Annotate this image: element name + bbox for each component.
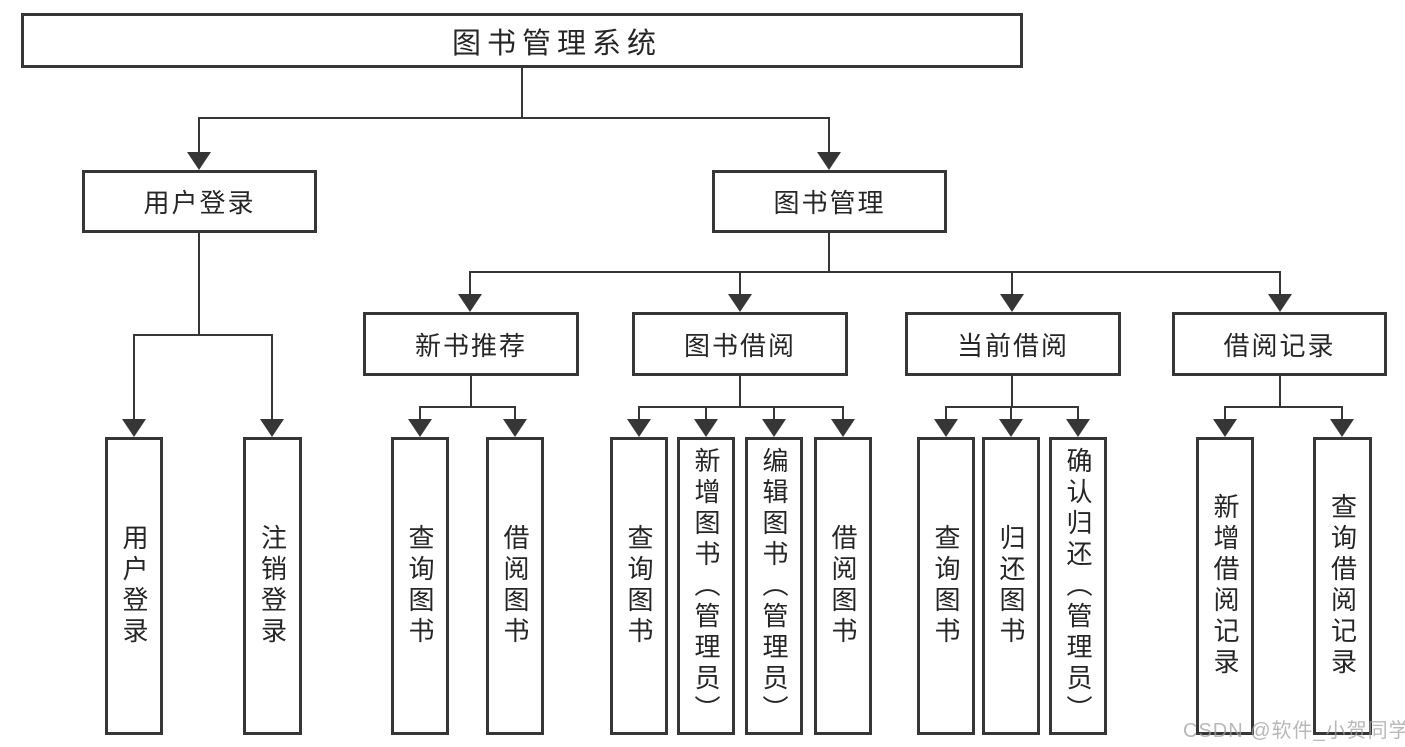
connector-stub bbox=[773, 406, 775, 421]
connector-stub bbox=[1077, 406, 1079, 421]
connector-rail bbox=[638, 406, 844, 408]
arrow-down-icon bbox=[260, 419, 284, 437]
arrow-down-icon bbox=[408, 419, 432, 437]
connector-stub bbox=[638, 406, 640, 421]
arrow-down-icon bbox=[1213, 419, 1237, 437]
connector-stub bbox=[705, 406, 707, 421]
leaf-return-books: 归还图书 bbox=[982, 437, 1040, 735]
arrow-down-icon bbox=[817, 152, 841, 170]
connector-stub bbox=[271, 334, 273, 420]
csdn-watermark: CSDN @软件_小贺同学 bbox=[1183, 720, 1405, 742]
connector-rail bbox=[1224, 406, 1343, 408]
connector-root-stem bbox=[521, 68, 523, 118]
arrow-down-icon bbox=[458, 294, 482, 312]
connector-rail bbox=[419, 406, 516, 408]
connector-stub bbox=[945, 406, 947, 421]
leaf-borrow-books-borrowing: 借阅图书 bbox=[814, 437, 872, 735]
arrow-down-icon bbox=[934, 419, 958, 437]
connector-stub bbox=[1279, 271, 1281, 297]
leaf-query-borrow-record: 查询借阅记录 bbox=[1313, 437, 1372, 735]
leaf-logout: 注销登录 bbox=[243, 437, 302, 735]
connector-stub bbox=[133, 334, 135, 420]
connector-stem bbox=[1279, 376, 1281, 407]
node-current-borrowing: 当前借阅 bbox=[905, 312, 1121, 376]
connector-stub bbox=[419, 406, 421, 421]
arrow-down-icon bbox=[762, 419, 786, 437]
node-root: 图书管理系统 bbox=[21, 13, 1023, 68]
connector-stem bbox=[470, 376, 472, 407]
connector-user-login-stem bbox=[198, 233, 200, 335]
connector-stub bbox=[842, 406, 844, 421]
node-new-book-recommend: 新书推荐 bbox=[363, 312, 579, 376]
connector-stub bbox=[1010, 406, 1012, 421]
node-book-borrowing: 图书借阅 bbox=[632, 312, 848, 376]
arrow-down-icon bbox=[122, 419, 146, 437]
leaf-borrow-books-recommend: 借阅图书 bbox=[486, 437, 544, 735]
connector-stub bbox=[828, 117, 830, 156]
node-user-login: 用户登录 bbox=[82, 170, 317, 233]
arrow-down-icon bbox=[831, 419, 855, 437]
leaf-confirm-return-admin: 确认归还（管理员） bbox=[1049, 437, 1107, 735]
leaf-add-books-admin: 新增图书（管理员） bbox=[677, 437, 735, 735]
connector-stub bbox=[739, 271, 741, 297]
leaf-query-books-borrowing: 查询图书 bbox=[610, 437, 668, 735]
leaf-user-login: 用户登录 bbox=[105, 437, 163, 735]
leaf-edit-books-admin: 编辑图书（管理员） bbox=[745, 437, 803, 735]
node-borrowing-records: 借阅记录 bbox=[1172, 312, 1387, 376]
connector-stub bbox=[469, 271, 471, 297]
arrow-down-icon bbox=[187, 152, 211, 170]
leaf-add-borrow-record: 新增借阅记录 bbox=[1196, 437, 1254, 735]
leaf-query-books-recommend: 查询图书 bbox=[391, 437, 449, 735]
connector-level2-rail bbox=[469, 271, 1281, 273]
connector-stub bbox=[514, 406, 516, 421]
arrow-down-icon bbox=[1066, 419, 1090, 437]
connector-stub bbox=[1011, 271, 1013, 297]
connector-stem bbox=[1011, 376, 1013, 407]
arrow-down-icon bbox=[694, 419, 718, 437]
connector-book-mgmt-stem bbox=[828, 233, 830, 272]
arrow-down-icon bbox=[627, 419, 651, 437]
connector-stub bbox=[1224, 406, 1226, 421]
connector-level1-rail bbox=[198, 117, 830, 119]
node-book-management: 图书管理 bbox=[712, 170, 947, 233]
connector-stem bbox=[739, 376, 741, 407]
arrow-down-icon bbox=[728, 294, 752, 312]
arrow-down-icon bbox=[999, 419, 1023, 437]
leaf-query-books-current: 查询图书 bbox=[917, 437, 975, 735]
arrow-down-icon bbox=[1000, 294, 1024, 312]
connector-stub bbox=[1341, 406, 1343, 421]
connector-user-login-rail bbox=[133, 334, 273, 336]
connector-rail bbox=[945, 406, 1079, 408]
connector-stub bbox=[198, 117, 200, 156]
arrow-down-icon bbox=[1330, 419, 1354, 437]
arrow-down-icon bbox=[1268, 294, 1292, 312]
arrow-down-icon bbox=[503, 419, 527, 437]
